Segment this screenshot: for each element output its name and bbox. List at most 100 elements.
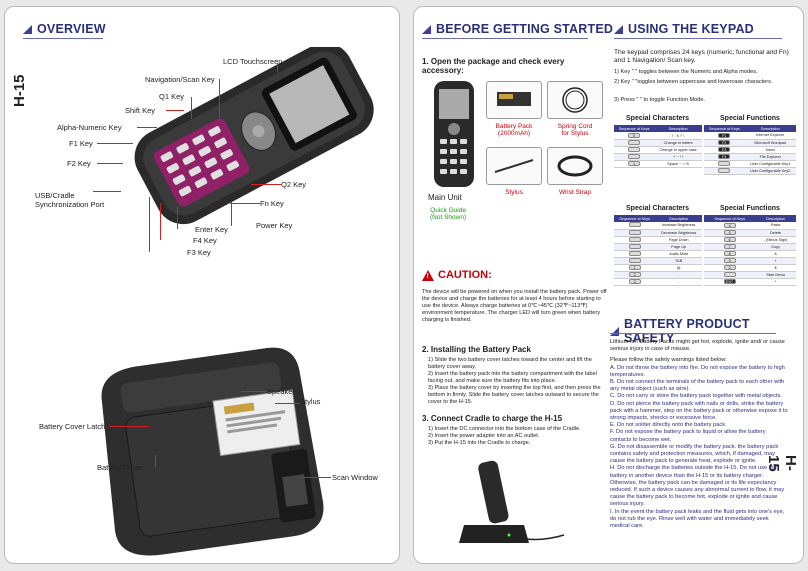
special-functions-title-1: Special Functions — [720, 115, 780, 122]
col-seq: Sequence of Keys — [704, 215, 756, 222]
key-description-cell: ! ; ∧ ? \ — [654, 132, 702, 140]
battery-pack-thumb — [486, 81, 542, 119]
main-unit-caption: Main Unit — [428, 193, 462, 202]
key-sequence-cell: 8 — [704, 250, 756, 258]
key-sequence-cell: F3 — [704, 146, 745, 154]
table-row: Decrease Brightness — [614, 229, 702, 237]
callout-battery-cover: Battery Cover — [97, 463, 143, 472]
callout-f4-key: F4 Key — [193, 236, 217, 245]
step3-item-2: 2) Insert the power adapter into an AC o… — [428, 433, 540, 439]
key-sequence-cell — [614, 146, 655, 154]
leader-q2 — [251, 184, 281, 185]
key-description-cell: - (Minus Sign) — [755, 236, 796, 244]
leader-f3 — [149, 197, 150, 252]
key-description-cell: Audio Mute — [655, 250, 702, 258]
leader-power — [231, 202, 232, 226]
leader-alpha — [137, 127, 157, 128]
key-button-icon — [628, 229, 641, 235]
key-sequence-cell: 5 — [704, 229, 756, 237]
safety-heading: BATTERY PRODUCT SAFETY — [610, 317, 803, 345]
key-button-icon: 6 — [723, 237, 736, 242]
key-sequence-cell: 1 — [614, 160, 655, 168]
caution-heading: ! CAUTION: — [422, 269, 492, 281]
keypad-intro: The keypad comprises 24 keys (numeric, f… — [614, 49, 789, 64]
key-description-cell: + − * / — [654, 153, 702, 161]
table-row: 1@ — [614, 264, 702, 272]
spring-cord-icon — [562, 87, 588, 113]
table-row: 2. — [614, 271, 702, 279]
key-button-icon: 1 — [628, 161, 641, 166]
before-heading: BEFORE GETTING STARTED — [422, 22, 613, 36]
device-back-image — [101, 347, 324, 556]
key-description-cell: Page Up — [655, 243, 702, 251]
safety-item: B. Do not connect the terminals of the b… — [610, 379, 785, 393]
step1-title: 1. Open the package and check every acce… — [422, 57, 565, 75]
table-row: Start Menu — [704, 271, 796, 279]
special-characters-title-1: Special Characters — [626, 115, 690, 122]
key-description-cell: Page Down — [655, 236, 702, 244]
table-row: TAB — [614, 257, 702, 265]
key-sequence-cell: F1 — [704, 132, 745, 140]
key-button-icon — [628, 243, 641, 249]
keypad-item-1: 1) Key " " toggles between the Numeric a… — [614, 69, 758, 75]
col-desc: Description — [654, 125, 702, 132]
quick-guide-caption: Quick Guide (Not Shown) — [430, 207, 467, 221]
key-button-icon: 7 — [723, 244, 736, 249]
callout-stylus: Stylus — [300, 397, 321, 406]
col-desc: Description — [744, 125, 796, 132]
table-row: Audio Mute — [614, 250, 702, 258]
safety-item: C. Do not carry or store the battery pac… — [610, 393, 782, 400]
safety-item: F. Do not expose the battery pack to liq… — [610, 429, 766, 443]
leader-scan-window — [301, 477, 331, 478]
key-sequence-cell — [614, 243, 656, 251]
key-button-icon: 0 — [628, 132, 641, 138]
keypad-title: USING THE KEYPAD — [628, 22, 754, 36]
leader-f2 — [97, 163, 123, 164]
caution-text: The device will be powered on when you i… — [422, 289, 607, 323]
step3-item-1: 1) Insert the DC connector into the bott… — [428, 426, 581, 432]
key-description-cell: Paste — [755, 222, 796, 230]
key-sequence-cell: 6 — [704, 236, 756, 244]
callout-usb-cradle-port: USB/Cradle Synchronization Port — [35, 191, 105, 209]
heading-triangle-icon — [610, 326, 619, 336]
key-button-icon: 2 — [628, 272, 641, 277]
safety-item: D. Do not pierce the battery pack with n… — [610, 400, 788, 422]
key-description-cell: @ — [655, 264, 702, 272]
step2-title: 2. Installing the Battery Pack — [422, 345, 531, 354]
key-description-cell: + — [755, 257, 796, 265]
callout-battery-cover-latch: Battery Cover Latch — [39, 422, 106, 431]
table-row: 0 ! ; ∧ ? \ — [614, 132, 702, 140]
battery-pack-icon — [497, 92, 531, 106]
step2-item-3: 3) Place the battery cover by inserting … — [428, 385, 601, 405]
leader-lcd — [277, 63, 278, 73]
special-functions-title-2: Special Functions — [720, 205, 780, 212]
key-button-icon: 9 — [723, 258, 736, 263]
col-desc: Description — [655, 215, 702, 222]
key-button-icon: F4 — [718, 154, 731, 159]
key-button-icon — [628, 257, 641, 263]
key-sequence-cell — [704, 271, 756, 279]
callout-scan-window: Scan Window — [332, 473, 378, 482]
callout-speaker: Speaker — [267, 387, 295, 396]
key-button-icon: F2 — [718, 140, 731, 145]
safety-title: BATTERY PRODUCT SAFETY — [624, 317, 750, 345]
device-front-image — [134, 47, 374, 225]
key-description-cell: Start Menu — [755, 271, 796, 279]
leader-shift — [166, 110, 184, 111]
key-description-cell: * — [755, 278, 796, 286]
overview-title: OVERVIEW — [37, 22, 106, 36]
key-sequence-cell — [614, 257, 656, 265]
callout-f3-key: F3 Key — [187, 248, 211, 257]
leader-speaker — [241, 391, 267, 392]
col-seq: Sequence of Keys — [614, 125, 655, 132]
safety-item: I. In the event the battery pack leaks a… — [610, 508, 785, 530]
wrist-strap-caption: Wrist Strap — [558, 189, 592, 196]
before-rule — [422, 38, 588, 39]
table-row: User Configurable Key1 — [704, 160, 796, 168]
key-button-icon: 3 — [628, 279, 641, 284]
key-button-icon: 5 — [723, 230, 736, 235]
col-desc: Description — [755, 215, 796, 222]
overview-rule — [23, 38, 103, 39]
